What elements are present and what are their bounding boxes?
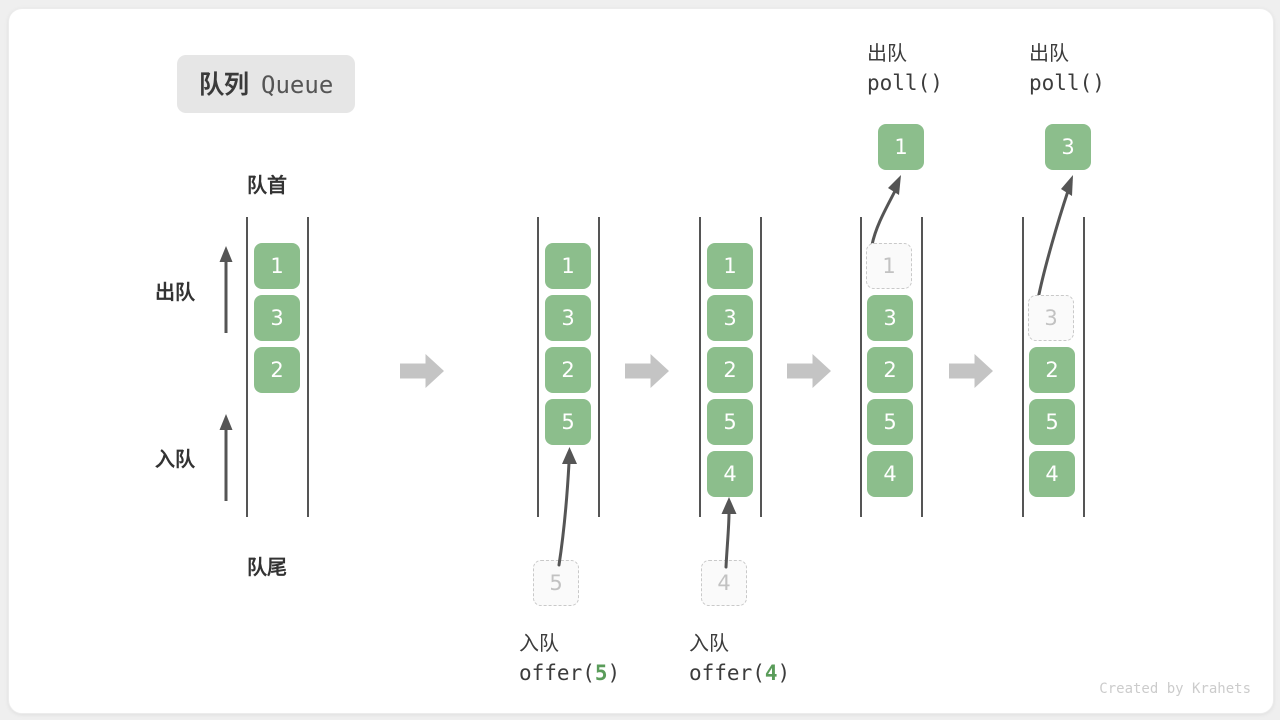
queue-element: 3 <box>254 295 300 341</box>
ejected-element: 3 <box>1045 124 1091 170</box>
credit-text: Created by Krahets <box>1099 681 1251 697</box>
queue-element-new: 5 <box>545 399 591 445</box>
enqueue-curve-arrow-icon <box>557 447 577 567</box>
dequeue-side-label: 出队 <box>155 280 195 304</box>
caption-offer-5-code: offer(5) <box>519 661 621 685</box>
caption-poll-1: 出队 poll() <box>867 39 943 98</box>
queue-element: 5 <box>707 399 753 445</box>
queue-element: 5 <box>867 399 913 445</box>
dequeue-curve-arrow-icon <box>1036 175 1073 301</box>
enqueue-direction-arrow-icon <box>219 414 233 501</box>
queue-rail-right-stage4 <box>921 217 923 517</box>
caption-poll-2-code: poll() <box>1029 71 1105 95</box>
queue-rail-left-stage2 <box>537 217 539 517</box>
ejected-element: 1 <box>878 124 924 170</box>
title-cn: 队列 <box>199 70 250 99</box>
enqueue-side-label: 入队 <box>155 447 195 471</box>
caption-offer-4-cn: 入队 <box>689 631 729 655</box>
queue-element: 3 <box>867 295 913 341</box>
queue-head-label: 队首 <box>247 173 287 197</box>
queue-rail-left-stage3 <box>699 217 701 517</box>
queue-element: 5 <box>1029 399 1075 445</box>
enqueue-curve-arrow-icon <box>721 497 737 569</box>
stage-transition-arrow-icon <box>625 354 669 388</box>
diagram-card: 队列 Queue 队首 队尾 出队 入队 1 3 2 1 3 2 5 5 入队 … <box>8 8 1274 714</box>
queue-element: 2 <box>867 347 913 393</box>
queue-element: 2 <box>707 347 753 393</box>
dequeued-ghost-element: 3 <box>1028 295 1074 341</box>
dequeued-ghost-element: 1 <box>866 243 912 289</box>
queue-rail-left-stage5 <box>1022 217 1024 517</box>
queue-element: 1 <box>254 243 300 289</box>
queue-element: 1 <box>545 243 591 289</box>
title-badge: 队列 Queue <box>177 55 356 113</box>
incoming-ghost-element: 4 <box>701 560 747 606</box>
stage-transition-arrow-icon <box>949 354 993 388</box>
caption-poll-2: 出队 poll() <box>1029 39 1105 98</box>
queue-element: 2 <box>545 347 591 393</box>
title-en: Queue <box>261 71 334 99</box>
queue-rail-right-stage5 <box>1083 217 1085 517</box>
stage-transition-arrow-icon <box>400 354 444 388</box>
queue-element: 2 <box>254 347 300 393</box>
queue-element: 3 <box>707 295 753 341</box>
queue-rail-right-stage2 <box>598 217 600 517</box>
queue-element: 2 <box>1029 347 1075 393</box>
queue-tail-label: 队尾 <box>247 555 287 579</box>
dequeue-curve-arrow-icon <box>870 175 901 247</box>
queue-rail-right-stage3 <box>760 217 762 517</box>
stage-transition-arrow-icon <box>787 354 831 388</box>
caption-offer-5: 入队 offer(5) <box>519 629 620 688</box>
queue-element-new: 4 <box>707 451 753 497</box>
caption-offer-5-cn: 入队 <box>519 631 559 655</box>
caption-offer-4-code: offer(4) <box>689 661 791 685</box>
queue-element: 4 <box>1029 451 1075 497</box>
dequeue-direction-arrow-icon <box>219 246 233 333</box>
caption-poll-1-code: poll() <box>867 71 943 95</box>
caption-poll-2-cn: 出队 <box>1029 41 1069 65</box>
queue-element: 3 <box>545 295 591 341</box>
queue-rail-right-stage1 <box>307 217 309 517</box>
caption-offer-4: 入队 offer(4) <box>689 629 790 688</box>
queue-rail-left-stage1 <box>246 217 248 517</box>
queue-element: 1 <box>707 243 753 289</box>
queue-element: 4 <box>867 451 913 497</box>
caption-poll-1-cn: 出队 <box>867 41 907 65</box>
queue-rail-left-stage4 <box>860 217 862 517</box>
incoming-ghost-element: 5 <box>533 560 579 606</box>
